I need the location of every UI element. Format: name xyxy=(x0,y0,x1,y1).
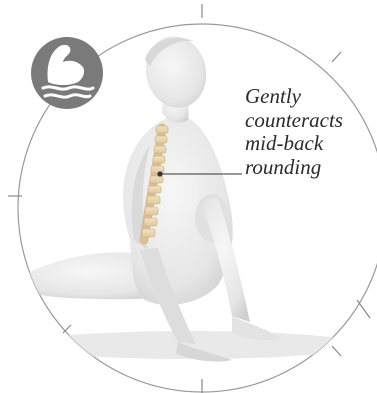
annotation-caption: Gently counteracts mid-back rounding xyxy=(245,85,370,179)
flexed-arm-over-water-icon xyxy=(31,37,103,109)
caption-line: counteracts xyxy=(245,109,370,133)
caption-line: mid-back xyxy=(245,132,370,156)
caption-line: rounding xyxy=(245,156,370,180)
caption-line: Gently xyxy=(245,85,370,109)
